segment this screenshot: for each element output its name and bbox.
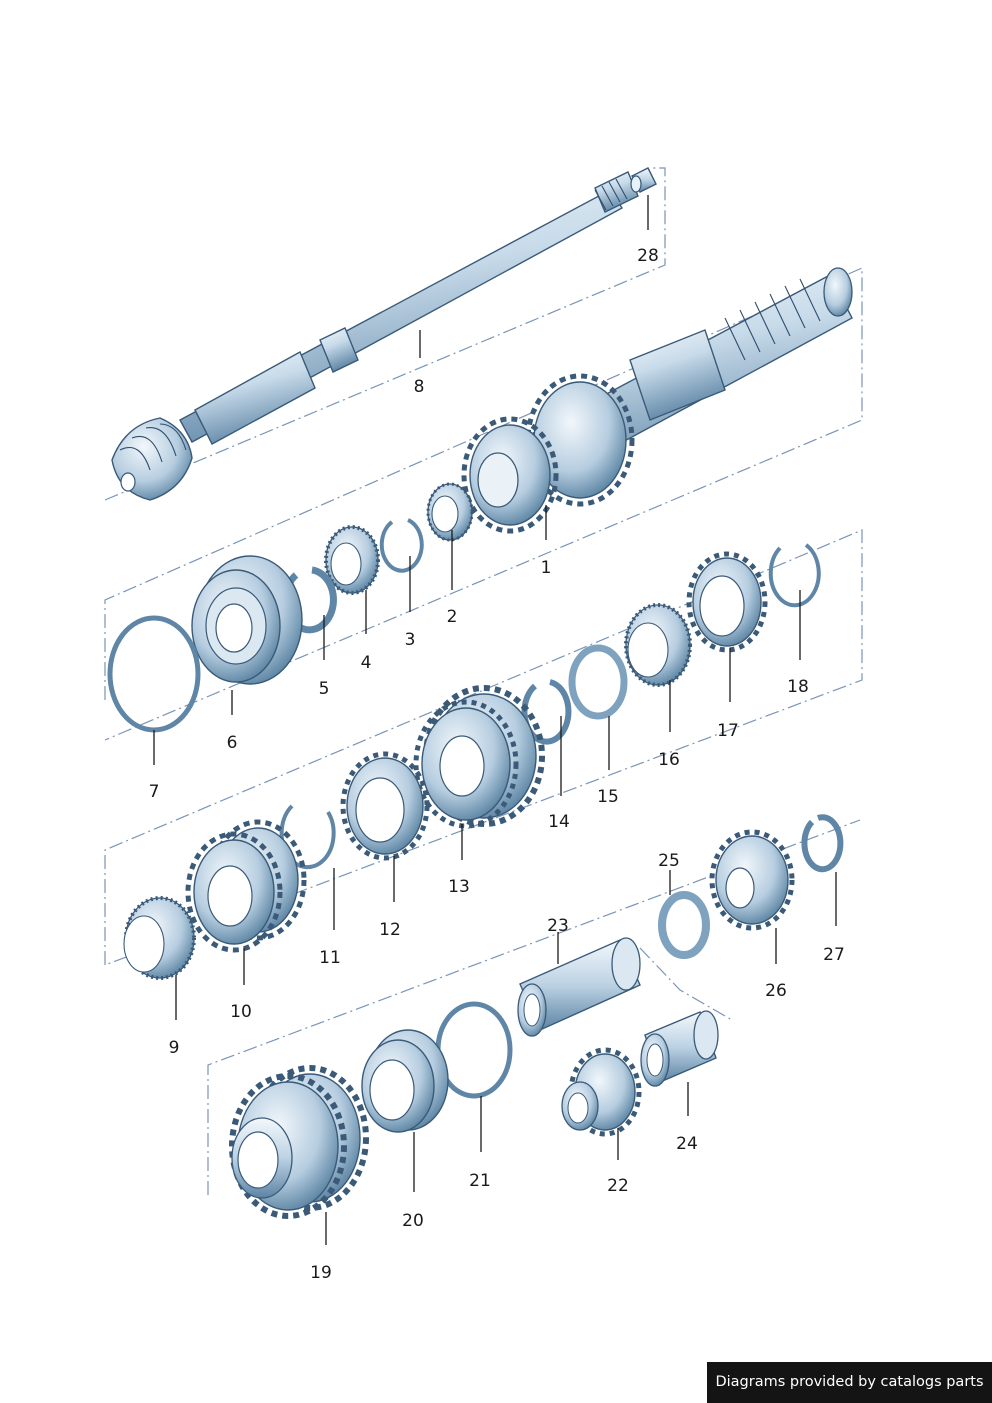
synchronizer-ring-17[interactable] [686, 551, 768, 653]
retaining-ring-21[interactable] [435, 1001, 513, 1099]
label-6: 6 [227, 733, 238, 753]
needle-bearing-16[interactable] [624, 603, 692, 687]
retaining-ring-7[interactable] [107, 615, 201, 733]
gear-26[interactable] [709, 829, 795, 931]
label-13: 13 [448, 877, 470, 897]
label-11: 11 [319, 948, 341, 968]
sleeve-24[interactable] [640, 1010, 719, 1087]
label-2: 2 [447, 607, 458, 627]
label-16: 16 [658, 750, 680, 770]
ball-bearing-6[interactable] [191, 555, 303, 685]
needle-bearing-4[interactable] [324, 525, 380, 595]
pinion-shaft-8[interactable] [111, 171, 639, 501]
label-21: 21 [469, 1171, 491, 1191]
label-25: 25 [658, 851, 680, 871]
sleeve-23[interactable] [517, 937, 641, 1037]
label-14: 14 [548, 812, 570, 832]
part-number-labels: 1 2 3 4 5 6 7 8 9 10 11 12 13 14 15 16 1… [149, 246, 845, 1283]
needle-bearing-9[interactable] [123, 896, 196, 980]
circlip-27[interactable] [801, 814, 844, 873]
snap-ring-18[interactable] [768, 543, 821, 608]
label-12: 12 [379, 920, 401, 940]
bearing-race-20[interactable] [361, 1029, 449, 1133]
label-27: 27 [823, 945, 845, 965]
gear-22[interactable] [561, 1047, 642, 1137]
label-1: 1 [541, 558, 552, 578]
synchronizer-ring-12[interactable] [340, 751, 430, 861]
label-17: 17 [717, 721, 739, 741]
label-28: 28 [637, 246, 659, 266]
label-26: 26 [765, 981, 787, 1001]
label-7: 7 [149, 782, 160, 802]
snap-ring-3[interactable] [379, 518, 424, 573]
credit-banner: Diagrams provided by catalogs parts [707, 1362, 992, 1403]
label-22: 22 [607, 1176, 629, 1196]
label-9: 9 [169, 1038, 180, 1058]
label-3: 3 [405, 630, 416, 650]
needle-bearing-2[interactable] [426, 482, 474, 542]
snap-ring-11[interactable] [279, 804, 336, 870]
label-18: 18 [787, 677, 809, 697]
label-23: 23 [547, 916, 569, 936]
gear-cluster-on-mainshaft[interactable] [461, 267, 853, 534]
label-19: 19 [310, 1263, 332, 1283]
leader-lines [153, 195, 837, 1245]
assembly-outlines [104, 167, 863, 1195]
label-4: 4 [361, 653, 372, 673]
synchronizer-hub-13[interactable] [413, 685, 545, 829]
label-5: 5 [319, 679, 330, 699]
label-20: 20 [402, 1211, 424, 1231]
gear-19[interactable] [229, 1065, 369, 1219]
gear-10[interactable] [185, 819, 307, 953]
label-15: 15 [597, 787, 619, 807]
washer-25[interactable] [658, 891, 710, 959]
washer-15[interactable] [568, 644, 628, 720]
label-10: 10 [230, 1002, 252, 1022]
label-8: 8 [414, 377, 425, 397]
bush-28[interactable] [630, 167, 657, 193]
label-24: 24 [676, 1134, 698, 1154]
